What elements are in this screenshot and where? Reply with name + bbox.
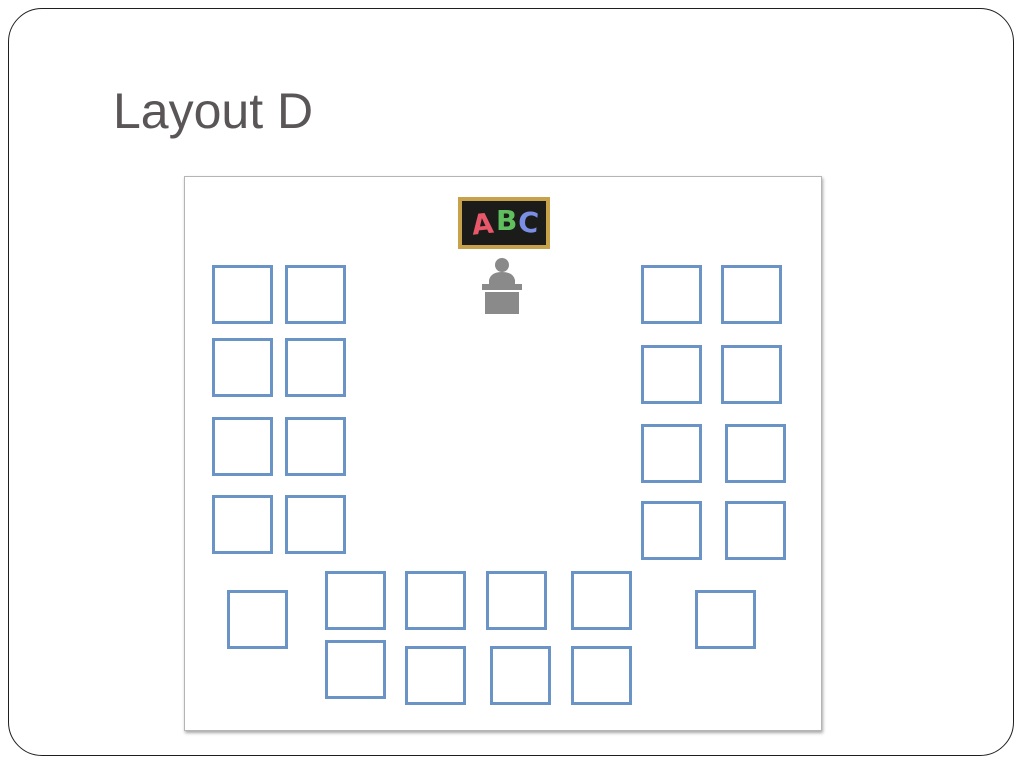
teacher-at-podium-icon: [482, 258, 522, 314]
chalkboard-surface: [462, 201, 546, 245]
desk: [285, 417, 346, 476]
podium-base: [485, 292, 519, 314]
chalkboard-icon: A B C: [458, 197, 550, 249]
desk: [325, 640, 386, 699]
desk: [325, 571, 386, 630]
board-letter-b: B: [496, 204, 517, 237]
desk: [486, 571, 547, 630]
desk: [212, 338, 273, 397]
desk: [405, 571, 466, 630]
teacher-body: [489, 272, 515, 284]
teacher-head: [495, 258, 509, 272]
desk: [721, 265, 782, 324]
podium-top: [482, 284, 522, 290]
desk: [725, 501, 786, 560]
desk: [227, 590, 288, 649]
desk: [641, 345, 702, 404]
desk: [725, 424, 786, 483]
desk: [285, 338, 346, 397]
desk: [641, 265, 702, 324]
desk: [721, 345, 782, 404]
desk: [405, 646, 466, 705]
desk: [571, 571, 632, 630]
desk: [571, 646, 632, 705]
desk: [285, 495, 346, 554]
desk: [695, 590, 756, 649]
desk: [212, 495, 273, 554]
desk: [212, 417, 273, 476]
desk: [641, 424, 702, 483]
desk: [212, 265, 273, 324]
slide-title: Layout D: [113, 83, 314, 139]
desk: [641, 501, 702, 560]
board-letter-c: C: [517, 205, 540, 240]
board-letter-a: A: [470, 207, 495, 242]
desk: [285, 265, 346, 324]
desk: [490, 646, 551, 705]
